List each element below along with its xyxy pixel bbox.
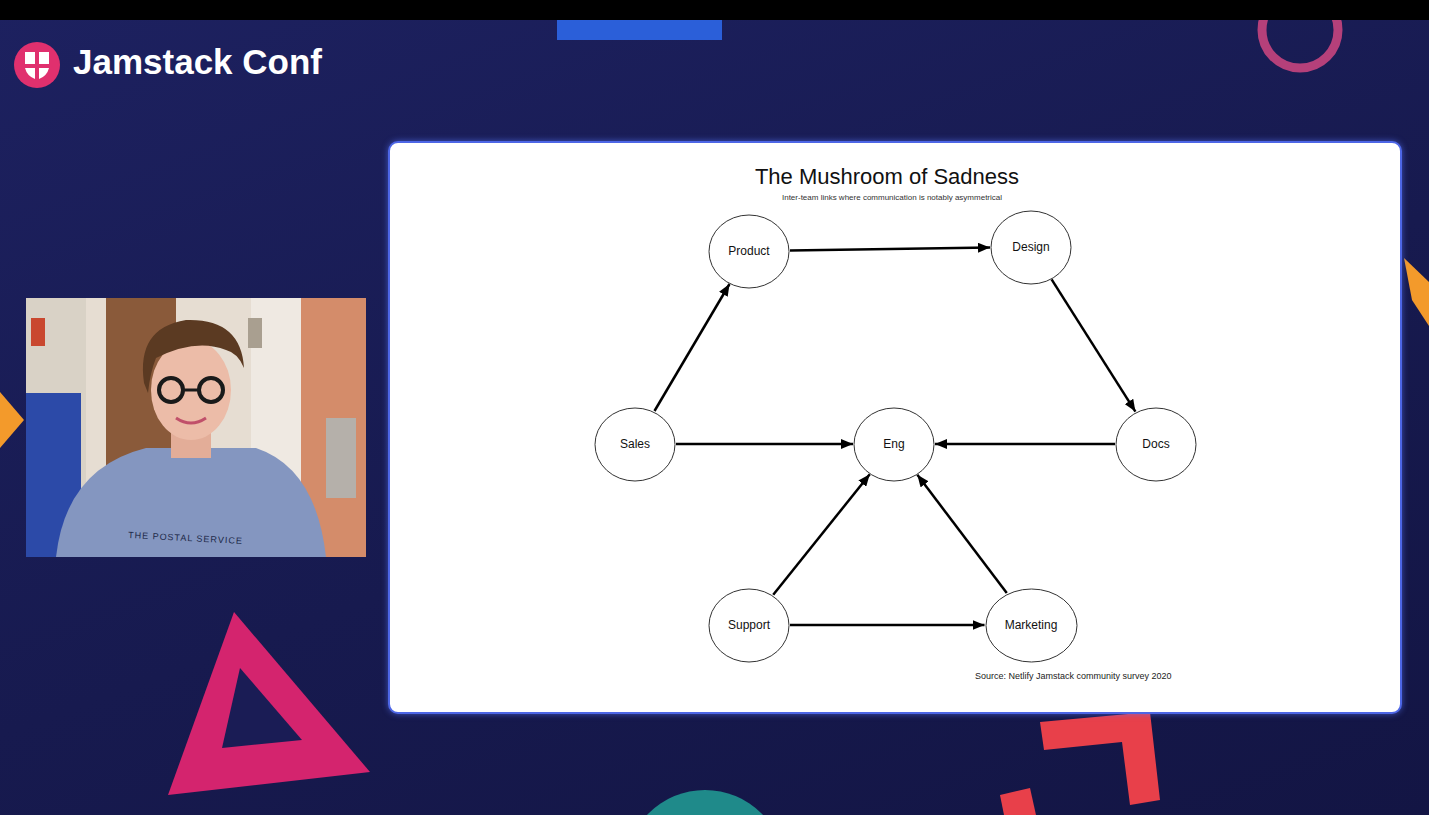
arrow-connector xyxy=(654,284,729,411)
node-label: Eng xyxy=(883,437,904,451)
blue-bar xyxy=(557,18,722,40)
team-node: Docs xyxy=(1115,407,1197,482)
team-node: Support xyxy=(708,588,790,663)
logo-circle xyxy=(14,42,60,88)
team-node: Design xyxy=(990,210,1072,285)
arrow-connector xyxy=(790,248,990,251)
node-label: Product xyxy=(728,244,769,258)
slide-subtitle: Inter-team links where communication is … xyxy=(782,193,1002,202)
arrow-connector xyxy=(935,443,1115,446)
pink-triangle-hole xyxy=(222,668,302,748)
red-shape xyxy=(1040,712,1160,805)
arrow-connector xyxy=(676,443,853,446)
arrow-connector xyxy=(790,624,985,627)
webcam-picture xyxy=(26,298,366,557)
node-label: Support xyxy=(728,618,770,632)
arrow-connector xyxy=(1052,279,1136,411)
team-node: Product xyxy=(708,214,790,289)
arrow-connector xyxy=(917,475,1006,593)
node-label: Marketing xyxy=(1005,618,1058,632)
node-label: Design xyxy=(1012,240,1049,254)
pink-triangle xyxy=(168,612,370,795)
teal-shape xyxy=(625,790,785,815)
arrow-connector xyxy=(773,474,870,595)
top-bar xyxy=(0,0,1429,20)
slide-title: The Mushroom of Sadness xyxy=(755,164,1019,190)
team-node: Sales xyxy=(594,407,676,482)
orange-triangle xyxy=(0,392,24,448)
source-note: Source: Netlify Jamstack community surve… xyxy=(975,671,1172,681)
team-node: Marketing xyxy=(985,588,1078,663)
conference-name: Jamstack Conf xyxy=(73,42,322,82)
orange-triangle xyxy=(1404,258,1429,326)
node-label: Docs xyxy=(1142,437,1169,451)
red-shape xyxy=(1000,788,1036,815)
logo-mark xyxy=(25,52,49,79)
node-label: Sales xyxy=(620,437,650,451)
team-node: Eng xyxy=(853,407,935,482)
